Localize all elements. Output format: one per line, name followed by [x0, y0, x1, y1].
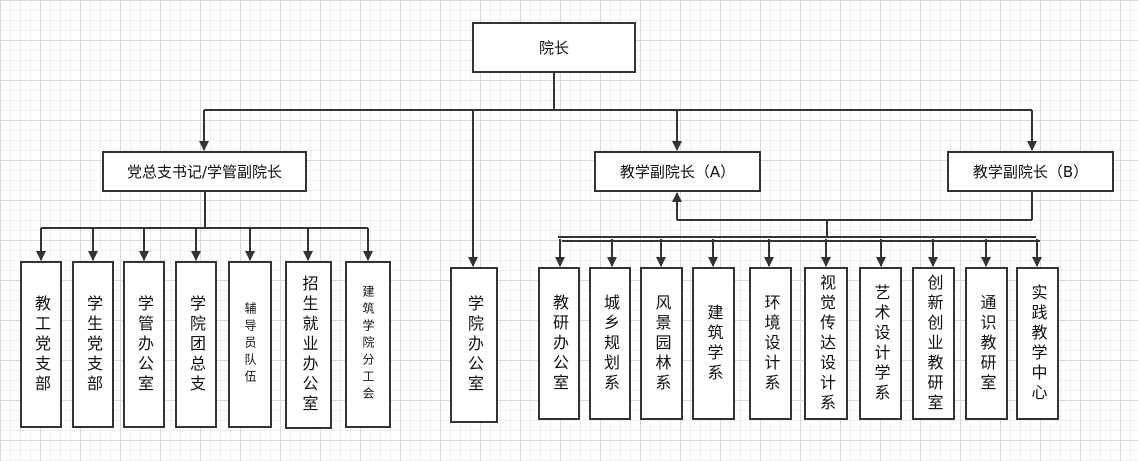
party-unit-node: 学管办公室 [123, 261, 165, 428]
teaching-vice-dean-b-label: 教学副院长（B） [972, 163, 1089, 181]
college-office-node: 学院办公室 [450, 267, 498, 423]
teaching-unit-node: 视觉传达设计系 [804, 267, 848, 420]
party-unit-node: 辅导员队伍 [228, 261, 272, 428]
teaching-unit-node: 实践教学中心 [1016, 267, 1059, 420]
teaching-unit-label: 城乡规划系 [601, 293, 620, 394]
party-unit-label: 教工党支部 [32, 294, 51, 395]
teaching-unit-label: 环境设计系 [761, 293, 781, 394]
party-unit-label: 建筑学院分工会 [361, 285, 375, 404]
teaching-unit-label: 教研办公室 [550, 293, 569, 394]
teaching-unit-label: 创新创业教研室 [924, 273, 944, 414]
party-unit-label: 学管办公室 [135, 294, 154, 395]
teaching-unit-label: 建筑学系 [704, 303, 724, 384]
teaching-unit-label: 风景园林系 [652, 293, 672, 394]
party-unit-node: 学院团总支 [175, 261, 217, 428]
teaching-unit-label: 视觉传达设计系 [817, 273, 836, 414]
party-unit-label: 招生就业办公室 [299, 275, 319, 415]
teaching-unit-label: 实践教学中心 [1028, 283, 1048, 404]
party-unit-node: 建筑学院分工会 [345, 261, 391, 428]
party-secretary-node: 党总支书记/学管副院长 [102, 151, 307, 192]
teaching-unit-node: 风景园林系 [640, 267, 683, 420]
teaching-unit-node: 创新创业教研室 [912, 267, 955, 420]
teaching-vice-dean-a-node: 教学副院长（A） [594, 151, 761, 192]
teaching-unit-node: 艺术设计学系 [859, 267, 902, 420]
party-unit-label: 学院团总支 [187, 294, 206, 395]
party-unit-node: 教工党支部 [20, 261, 62, 428]
party-unit-label: 学生党支部 [84, 294, 103, 395]
root-dean-node: 院长 [472, 22, 636, 73]
party-unit-node: 招生就业办公室 [285, 261, 332, 429]
party-unit-label: 辅导员队伍 [243, 302, 257, 387]
teaching-unit-node: 通识教研室 [965, 267, 1008, 420]
teaching-unit-node: 教研办公室 [538, 267, 580, 420]
teaching-unit-label: 艺术设计学系 [871, 283, 891, 404]
party-secretary-label: 党总支书记/学管副院长 [126, 163, 283, 181]
teaching-unit-node: 城乡规划系 [589, 267, 631, 420]
teaching-vice-dean-a-label: 教学副院长（A） [619, 163, 736, 181]
root-dean-label: 院长 [538, 39, 569, 57]
teaching-unit-label: 通识教研室 [977, 293, 997, 394]
teaching-vice-dean-b-node: 教学副院长（B） [947, 151, 1114, 192]
college-office-label: 学院办公室 [465, 295, 484, 395]
teaching-unit-node: 建筑学系 [692, 267, 735, 420]
party-unit-node: 学生党支部 [72, 261, 114, 428]
teaching-unit-node: 环境设计系 [749, 267, 792, 420]
